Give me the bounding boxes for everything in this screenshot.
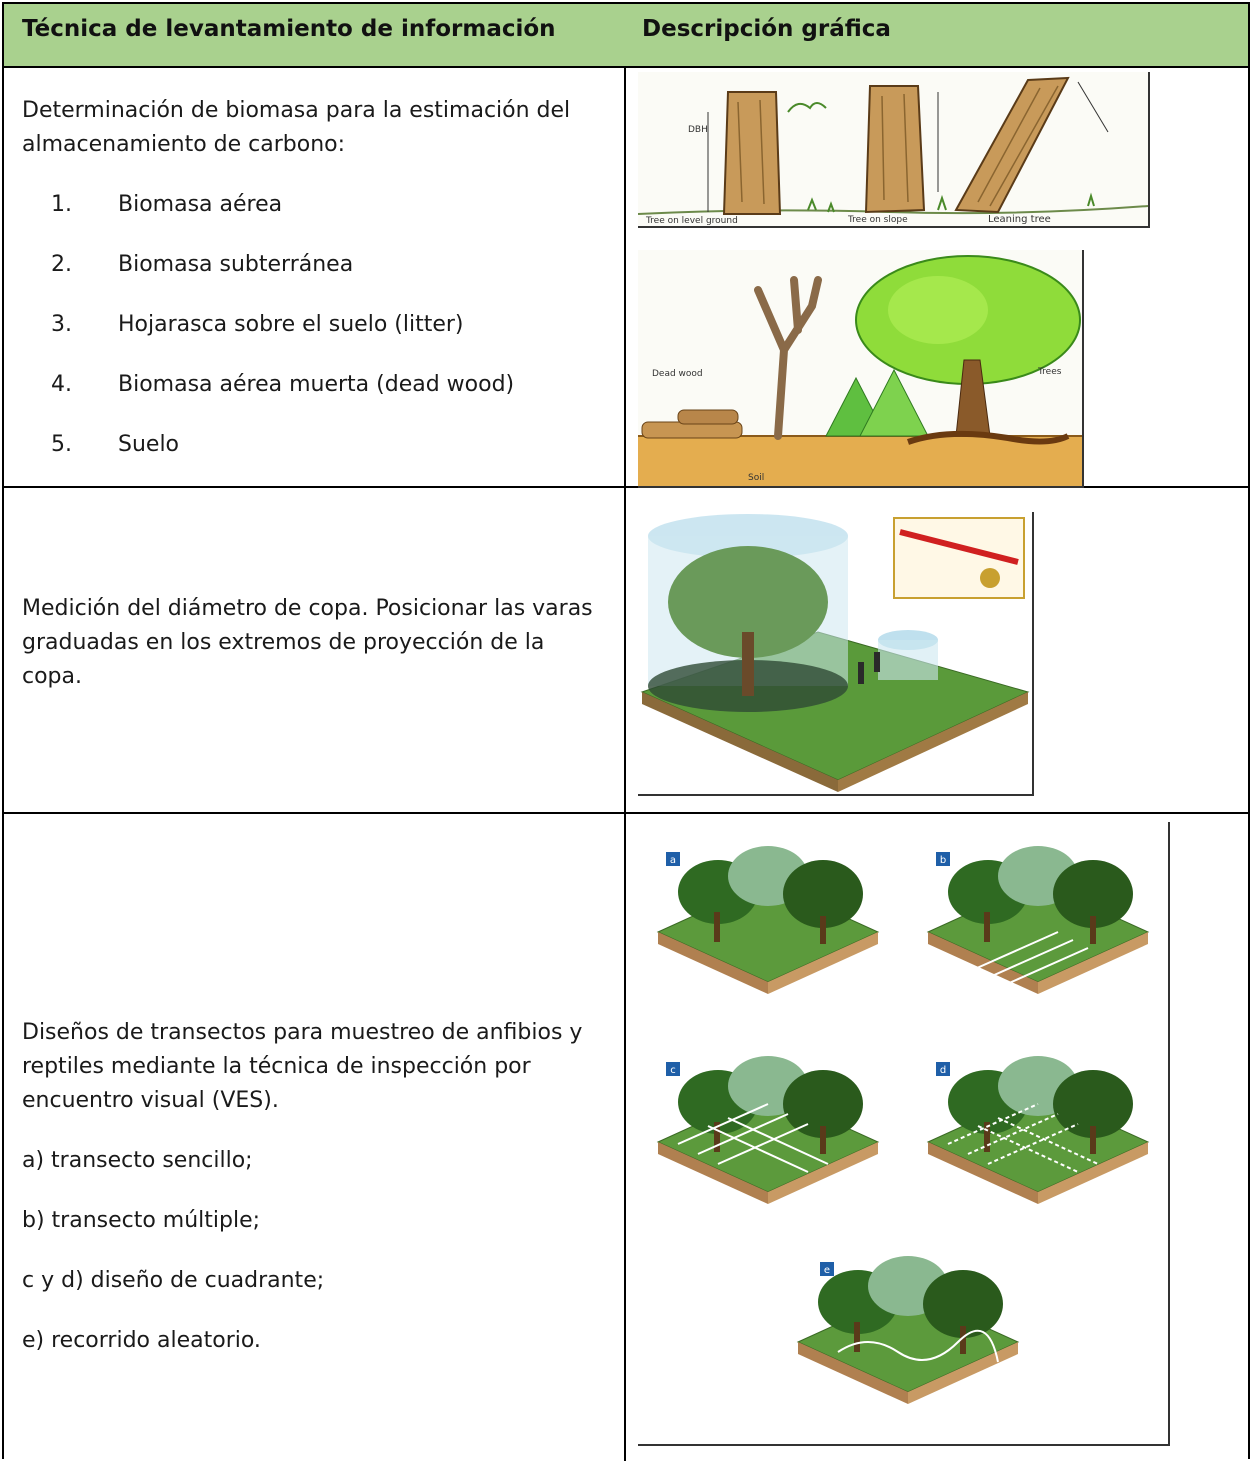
leaning-label: Leaning tree	[988, 214, 1051, 225]
carbon-pools-illustration: Dead wood Trees Soil	[638, 250, 1084, 488]
crown-diameter-illustration	[638, 512, 1034, 796]
list-item: c y d) diseño de cuadrante;	[22, 1268, 325, 1293]
crown-text: Medición del diámetro de copa. Posiciona…	[22, 596, 593, 689]
table-row-biomass: Determinación de biomasa para la estimac…	[4, 68, 1248, 488]
table-row-crown: Medición del diámetro de copa. Posiciona…	[4, 488, 1248, 814]
list-item: e) recorrido aleatorio.	[22, 1328, 261, 1353]
transects-intro: Diseños de transectos para muestreo de a…	[22, 1020, 583, 1113]
column-divider	[624, 4, 626, 1461]
biomass-text: Determinación de biomasa para la estimac…	[22, 94, 602, 488]
list-item: 2.Biomasa subterránea	[51, 252, 354, 277]
header-graphic: Descripción gráfica	[642, 16, 891, 42]
biomass-list: 1.Biomasa aérea 2.Biomasa subterránea 3.…	[22, 188, 602, 488]
svg-text:a: a	[670, 855, 676, 866]
svg-text:e: e	[824, 1265, 830, 1276]
trees-label: Trees	[1037, 367, 1062, 377]
svg-text:b: b	[940, 855, 946, 866]
transects-text: Diseños de transectos para muestreo de a…	[22, 1016, 602, 1384]
list-item: 5.Suelo	[51, 432, 180, 457]
svg-text:d: d	[940, 1065, 946, 1076]
list-item: a) transecto sencillo;	[22, 1148, 253, 1173]
tree-level-label: Tree on level ground	[645, 216, 738, 226]
dead-wood-label: Dead wood	[652, 369, 703, 379]
list-item: 3.Hojarasca sobre el suelo (litter)	[51, 312, 464, 337]
table-row-transects: Diseños de transectos para muestreo de a…	[4, 814, 1248, 1461]
biomass-intro: Determinación de biomasa para la estimac…	[22, 98, 571, 157]
soil-label: Soil	[748, 473, 764, 483]
dbh-label: DBH	[688, 125, 708, 135]
tree-slope-label: Tree on slope	[847, 215, 908, 225]
tree-dbh-illustration: DBH Tree on level ground Tree on slope L…	[638, 72, 1150, 228]
svg-text:c: c	[670, 1065, 676, 1076]
list-item: 4.Biomasa aérea muerta (dead wood)	[51, 372, 515, 397]
list-item: b) transecto múltiple;	[22, 1208, 261, 1233]
table-header: Técnica de levantamiento de información …	[4, 4, 1248, 68]
list-item: 1.Biomasa aérea	[51, 192, 283, 217]
transect-designs-illustration: a b c d e	[638, 822, 1170, 1446]
header-technique: Técnica de levantamiento de información	[22, 16, 556, 42]
